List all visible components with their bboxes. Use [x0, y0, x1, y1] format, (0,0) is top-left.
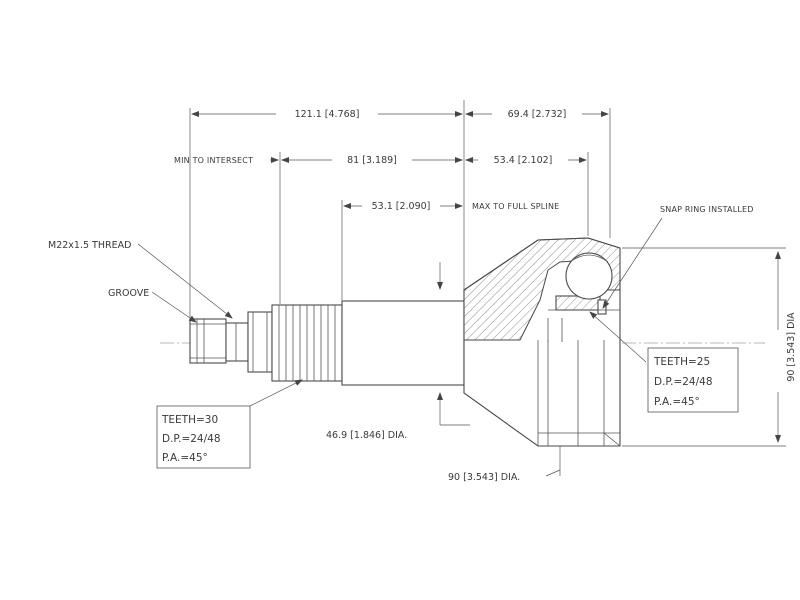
inner-dp: D.P.=24/48	[654, 376, 713, 388]
inner-teeth: TEETH=25	[653, 356, 710, 368]
outer-dp: D.P.=24/48	[162, 433, 221, 445]
outer-spec-box: TEETH=30 D.P.=24/48 P.A.=45°	[156, 405, 251, 469]
dim-shaft-dia: 46.9 [1.846] DIA.	[326, 430, 407, 441]
dim-overall-right: 69.4 [2.732]	[508, 109, 567, 120]
plain-shaft	[341, 300, 465, 386]
dimension-texts: 121.1 [4.768] 69.4 [2.732] MIN TO INTERS…	[174, 109, 797, 483]
label-snap-ring: SNAP RING INSTALLED	[660, 205, 754, 214]
inner-spec-leader	[589, 311, 647, 363]
dimension-lines	[137, 100, 786, 477]
shaft-part	[160, 300, 765, 386]
inner-pa: P.A.=45°	[654, 396, 700, 408]
dim-overall-left: 121.1 [4.768]	[295, 109, 360, 120]
groove-neck	[225, 322, 249, 362]
inner-spec-box: TEETH=25 D.P.=24/48 P.A.=45°	[647, 347, 739, 413]
label-groove: GROOVE	[108, 288, 149, 299]
dim-right-dia: 90 [3.543] DIA	[786, 312, 797, 382]
outer-pa: P.A.=45°	[162, 452, 208, 464]
outer-teeth: TEETH=30	[161, 414, 218, 426]
callout-texts: M22x1.5 THREAD GROOVE SNAP RING INSTALLE…	[48, 205, 754, 299]
snap-ring-leader	[602, 217, 663, 309]
housing-part	[463, 237, 621, 447]
thread-leader	[137, 243, 233, 319]
ball	[565, 252, 613, 300]
snap-ring	[597, 299, 607, 315]
dim-housing-dia: 90 [3.543] DIA.	[448, 472, 520, 483]
label-thread: M22x1.5 THREAD	[48, 240, 131, 251]
dim-to-full-spline: 53.1 [2.090]	[372, 201, 431, 212]
outer-spec-leader	[249, 379, 303, 407]
collar	[247, 311, 273, 373]
thread-tip	[189, 318, 227, 364]
label-max-to-full-spline: MAX TO FULL SPLINE	[472, 202, 559, 211]
groove-leader	[151, 291, 197, 323]
spline-teeth	[278, 305, 336, 381]
label-min-to-intersect: MIN TO INTERSECT	[174, 156, 253, 165]
dim-line-to-bell: 53.4 [2.102]	[494, 155, 553, 166]
dim-intersect-to-line: 81 [3.189]	[347, 155, 397, 166]
